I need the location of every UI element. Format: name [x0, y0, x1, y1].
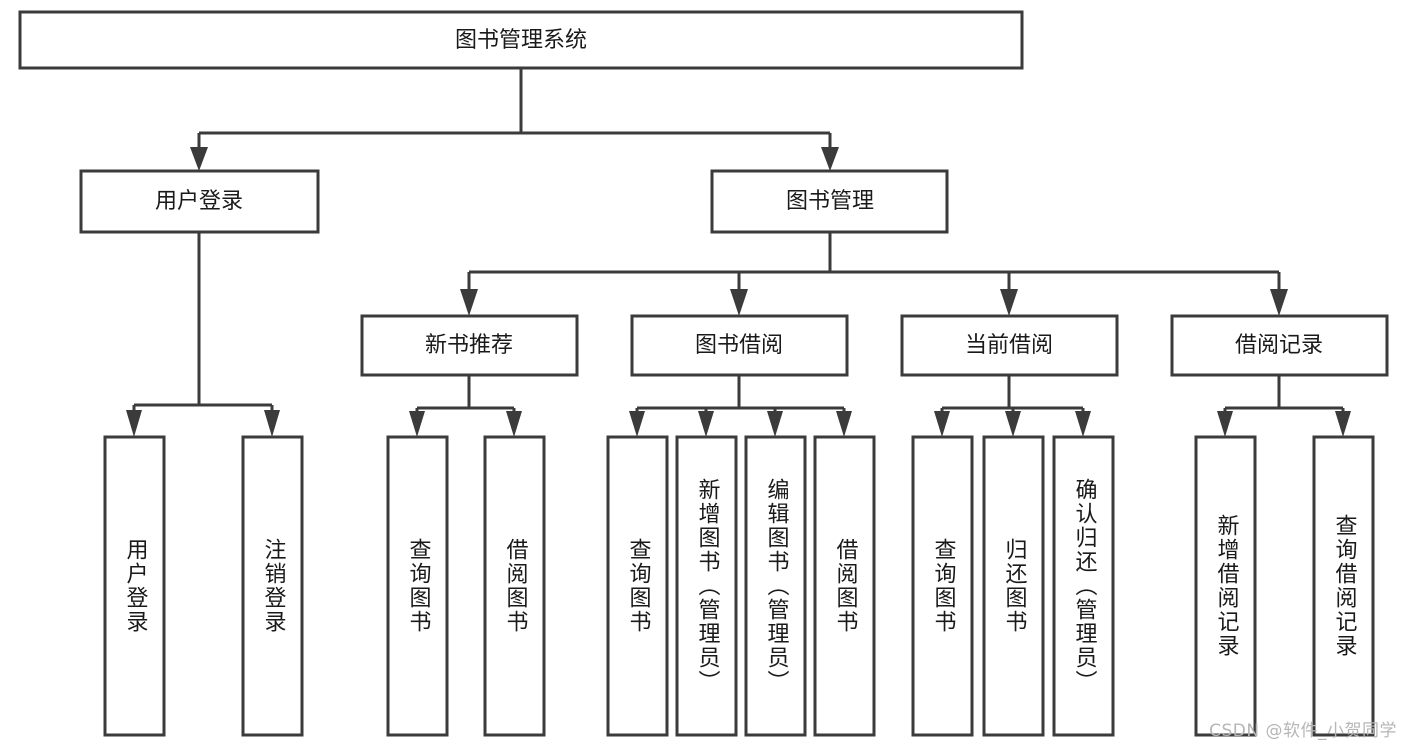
node-layer-horizontal: 图书管理系统 用户登录 图书管理 新书推荐 图书借阅 当前借阅 借阅记录: [18, 10, 1389, 377]
arrowhead-leaf-query-book-new: [409, 411, 425, 437]
node-book-management-label: 图书管理: [786, 189, 874, 214]
node-leaf-logout-box[interactable]: [241, 435, 304, 737]
arrowhead-leaf-query-borrow-record: [1335, 411, 1351, 437]
node-new-book-recommend-label: 新书推荐: [425, 333, 513, 358]
node-layer-leaves: [103, 435, 1375, 737]
node-leaf-edit-book-admin-box[interactable]: [744, 435, 807, 737]
node-current-borrow-label: 当前借阅: [965, 333, 1053, 358]
arrowhead-user-login: [190, 147, 208, 171]
arrowhead-leaf-edit-book-admin: [767, 411, 783, 437]
arrowhead-book-borrow: [730, 289, 748, 316]
node-new-book-recommend-box[interactable]: [360, 314, 579, 377]
node-leaf-query-book-new-box[interactable]: [386, 435, 449, 737]
arrowhead-leaf-query-book-borrow: [629, 411, 645, 437]
node-leaf-user-login-box[interactable]: [103, 435, 166, 737]
watermark-text: CSDN @软件_小贺同学: [1209, 721, 1397, 741]
arrowhead-current-borrow: [1000, 289, 1018, 316]
node-leaf-return-book-box[interactable]: [982, 435, 1045, 737]
arrowhead-leaf-query-book-current: [934, 411, 950, 437]
node-leaf-add-book-admin-box[interactable]: [675, 435, 738, 737]
arrowhead-leaf-return-book: [1005, 411, 1021, 437]
node-leaf-query-book-current-box[interactable]: [911, 435, 974, 737]
node-leaf-add-borrow-record-box[interactable]: [1194, 435, 1257, 737]
node-current-borrow-box[interactable]: [900, 314, 1119, 377]
connector-layer: [126, 68, 1351, 437]
node-book-management-box[interactable]: [710, 169, 949, 234]
node-book-borrow-label: 图书借阅: [695, 333, 783, 358]
arrowhead-leaf-add-book-admin: [698, 411, 714, 437]
node-borrow-record-box[interactable]: [1170, 314, 1389, 377]
arrowhead-leaf-confirm-return-admin: [1075, 411, 1091, 437]
arrowhead-leaf-borrow-book: [836, 411, 852, 437]
arrowhead-leaf-user-login: [126, 410, 142, 437]
node-root-box[interactable]: [18, 10, 1024, 70]
node-leaf-query-book-borrow-box[interactable]: [606, 435, 669, 737]
arrowhead-leaf-borrow-book-new: [506, 411, 522, 437]
arrowhead-new-book-recommend: [460, 289, 478, 316]
node-leaf-confirm-return-admin-box[interactable]: [1052, 435, 1115, 737]
arrowhead-book-management: [821, 147, 839, 171]
arrowhead-borrow-record: [1270, 289, 1288, 316]
arrowhead-leaf-logout: [264, 410, 280, 437]
node-root-label: 图书管理系统: [455, 28, 587, 53]
node-book-borrow-box[interactable]: [630, 314, 849, 377]
node-user-login-label: 用户登录: [155, 189, 243, 214]
node-leaf-borrow-book-new-box[interactable]: [483, 435, 546, 737]
arrowhead-leaf-add-borrow-record: [1217, 411, 1233, 437]
node-user-login-box[interactable]: [79, 169, 320, 234]
node-borrow-record-label: 借阅记录: [1235, 333, 1323, 358]
node-leaf-query-borrow-record-box[interactable]: [1312, 435, 1375, 737]
node-leaf-borrow-book-box[interactable]: [813, 435, 876, 737]
